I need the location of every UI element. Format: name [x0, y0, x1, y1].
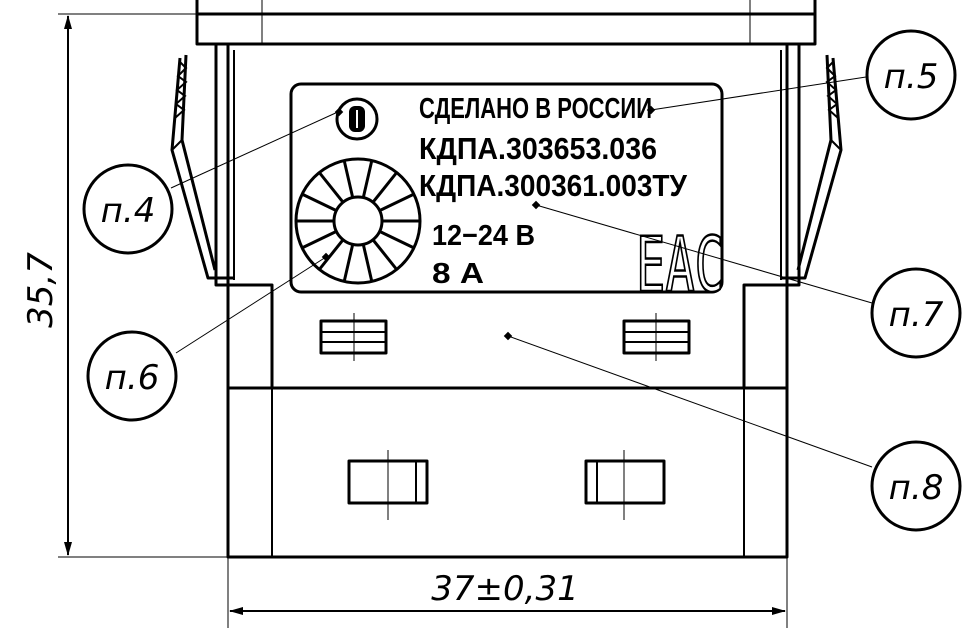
nameplate-panel — [289, 82, 724, 294]
upper-right-slot — [622, 313, 691, 361]
width-dimension: 37±0,31 — [227, 557, 788, 628]
dial-spoke — [301, 230, 338, 250]
callout-p5: п.5 — [865, 29, 957, 121]
leader-lines — [170, 76, 873, 468]
callout-p7: п.7 — [870, 267, 962, 359]
callout-p4: п.4 — [82, 163, 174, 255]
dial-spoke — [371, 238, 398, 271]
switch-body — [214, 44, 801, 559]
height-dimension-label: 35,7 — [21, 252, 61, 328]
eac-mark: ЕАС — [636, 220, 724, 309]
callout-p5-label: п.5 — [884, 57, 939, 97]
dial-spoke — [378, 192, 415, 212]
info-icon — [335, 97, 379, 141]
dial-spoke — [318, 171, 345, 204]
callout-p6: п.6 — [86, 330, 178, 422]
dial-spoke — [342, 244, 355, 282]
lower-right-slot — [584, 450, 666, 520]
nameplate-line-1: СДЕЛАНО В РОССИИ — [419, 93, 652, 125]
dial-spoke — [371, 171, 398, 204]
callout-p7-label: п.7 — [889, 295, 944, 335]
dial-spoke — [342, 160, 355, 198]
voltage-rating: 12−24 В — [432, 220, 535, 252]
width-dimension-label: 37±0,31 — [431, 569, 578, 609]
dial-spoke — [378, 230, 415, 250]
dial-symbol-icon — [294, 157, 422, 285]
lower-left-slot — [347, 450, 429, 520]
current-rating: 8 А — [432, 258, 484, 290]
dial-spoke — [361, 160, 374, 198]
dial-spoke — [301, 192, 338, 212]
callout-p6-label: п.6 — [105, 358, 160, 398]
dial-spoke — [318, 238, 345, 271]
callout-p4-label: п.4 — [101, 191, 156, 231]
upper-left-slot — [319, 313, 388, 361]
callout-p8: п.8 — [870, 440, 962, 532]
top-cap — [195, 0, 817, 46]
nameplate-line-2: КДПА.303653.036 — [419, 131, 657, 166]
callout-p8-label: п.8 — [889, 468, 944, 508]
dial-spoke — [361, 244, 374, 282]
nameplate-line-3: КДПА.300361.003ТУ — [419, 168, 688, 203]
right-latch — [781, 54, 843, 280]
left-latch — [170, 54, 234, 280]
height-dimension: 35,7 — [21, 13, 228, 558]
